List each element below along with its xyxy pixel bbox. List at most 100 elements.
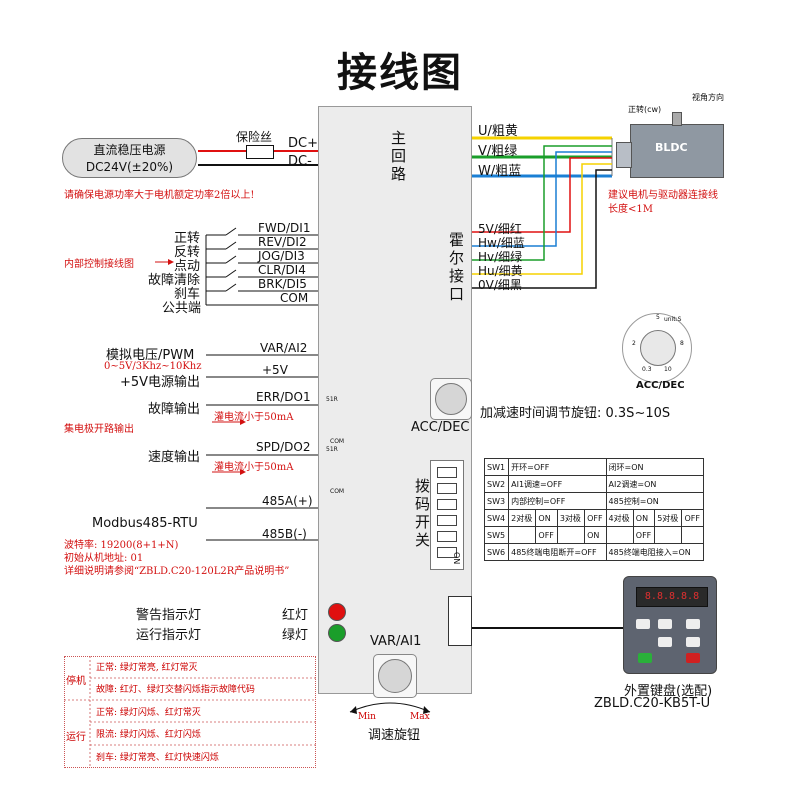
modbus-title: Modbus485-RTU xyxy=(92,516,198,531)
keypad-prg-button[interactable] xyxy=(636,619,650,629)
green-lamp-icon xyxy=(328,624,346,642)
acc-tick-8: 8 xyxy=(680,340,684,347)
modbus-address: 初始从机地址: 01 xyxy=(64,553,144,564)
keypad-up-button[interactable] xyxy=(658,619,672,629)
internal-control-note: 内部控制接线图 xyxy=(64,259,134,270)
acc-tick-10: 10 xyxy=(664,366,672,373)
page-title: 接线图 xyxy=(337,50,463,96)
status-legend xyxy=(64,656,316,768)
hall-hw-label: Hw/细蓝 xyxy=(478,236,525,250)
legend-run-normal: 正常: 绿灯闪烁、红灯常灭 xyxy=(96,708,201,718)
psu-voltage: DC24V(±20%) xyxy=(85,160,174,174)
hall-5v-label: 5V/细红 xyxy=(478,222,522,236)
view-direction-label: 视角方向 xyxy=(692,93,724,102)
input-rev-cn: 反转 xyxy=(174,245,201,260)
legend-run-brake: 刹车: 绿灯常亮、红灯快速闪烁 xyxy=(96,753,219,763)
modbus-baud: 波特率: 19200(8+1+N) xyxy=(64,540,179,551)
output-com-1: COM xyxy=(330,438,345,445)
hall-hu-label: Hu/细黄 xyxy=(478,264,523,278)
terminal-485b: 485B(-) xyxy=(262,527,307,541)
input-com-cn: 公共端 xyxy=(162,301,202,316)
dip-switch[interactable] xyxy=(430,460,464,570)
terminal-err: ERR/DO1 xyxy=(256,390,311,404)
acc-dec-knob[interactable] xyxy=(430,378,472,420)
acc-dial-center xyxy=(640,330,676,366)
dc-minus-label: DC- xyxy=(288,154,312,169)
input-clr-cn: 故障清除 xyxy=(148,273,201,288)
speed-knob[interactable] xyxy=(373,654,417,698)
dc-plus-label: DC+ xyxy=(288,136,318,151)
acc-dec-panel-label: ACC/DEC xyxy=(411,420,470,435)
terminal-com: COM xyxy=(280,291,309,305)
main-circuit-label: 主回路 xyxy=(389,130,407,184)
red-lamp-label: 红灯 xyxy=(282,608,309,623)
terminal-spd: SPD/DO2 xyxy=(256,440,311,454)
sink-current-2: 灌电流小于50mA xyxy=(214,462,294,473)
terminal-rev: REV/DI2 xyxy=(258,235,307,249)
legend-stop-fault: 故障: 红灯、绿灯交替闪烁指示故障代码 xyxy=(96,685,255,695)
power-supply: 直流稳压电源 DC24V(±20%) xyxy=(62,138,197,178)
fuse-icon xyxy=(246,145,274,159)
open-collector-note: 集电极开路输出 xyxy=(64,424,134,435)
keypad-shift-button[interactable] xyxy=(686,637,700,647)
motor-advice-2: 长度<1M xyxy=(608,204,653,215)
terminal-485a: 485A(+) xyxy=(262,494,313,508)
dip-switch-label: 拨码开关 xyxy=(413,478,431,550)
external-keypad: 8.8.8.8.8 xyxy=(623,576,717,674)
fault-output-label: 故障输出 xyxy=(148,402,201,417)
terminal-var-ai2: VAR/AI2 xyxy=(260,341,308,355)
legend-run-limit: 限流: 绿灯闪烁、红灯闪烁 xyxy=(96,730,201,740)
terminal-5v: +5V xyxy=(262,363,288,377)
input-brk-cn: 刹车 xyxy=(174,287,201,302)
var-ai1-label: VAR/AI1 xyxy=(370,634,422,649)
acc-dial-label: ACC/DEC xyxy=(636,380,685,391)
motor-advice-1: 建议电机与驱动器连接线 xyxy=(608,190,718,201)
resistor-label-1: 51R xyxy=(326,396,338,403)
keypad-enter-button[interactable] xyxy=(686,619,700,629)
hall-port-label: 霍尔接口 xyxy=(447,232,465,304)
knob-max-label: Max xyxy=(410,712,430,722)
motor-flange xyxy=(616,142,632,168)
acc-unit: unit:S xyxy=(664,316,682,323)
red-lamp-icon xyxy=(328,603,346,621)
forward-cw-label: 正转(cw) xyxy=(628,105,662,114)
acc-tick-03: 0.3 xyxy=(642,366,652,373)
hall-hv-label: Hv/细绿 xyxy=(478,250,523,264)
keypad-down-button[interactable] xyxy=(658,637,672,647)
v-wire-label: V/粗绿 xyxy=(478,144,518,159)
power-warning: 请确保电源功率大于电机额定功率2倍以上! xyxy=(64,190,255,201)
acc-tick-2: 2 xyxy=(632,340,636,347)
5v-output-label: +5V电源输出 xyxy=(120,375,201,390)
keypad-run-button[interactable] xyxy=(638,653,652,663)
analog-range: 0~5V/3Khz~10Khz xyxy=(104,361,202,372)
bldc-motor: BLDC xyxy=(630,124,724,178)
running-lamp-label: 运行指示灯 xyxy=(136,628,202,643)
acc-dial xyxy=(622,313,692,383)
input-jog-cn: 点动 xyxy=(174,259,201,274)
keypad-display: 8.8.8.8.8 xyxy=(636,587,708,607)
legend-stop-normal: 正常: 绿灯常亮, 红灯常灭 xyxy=(96,663,198,673)
sink-current-1: 灌电流小于50mA xyxy=(214,412,294,423)
keypad-label-2: ZBLD.C20-KB5T-U xyxy=(594,696,711,711)
resistor-label-2: 51R xyxy=(326,446,338,453)
keypad-stop-button[interactable] xyxy=(686,653,700,663)
terminal-brk: BRK/DI5 xyxy=(258,277,307,291)
terminal-jog: JOG/DI3 xyxy=(258,249,305,263)
modbus-manual: 详细说明请参阅“ZBLD.C20-120L2R产品说明书” xyxy=(64,566,290,577)
legend-run: 运行 xyxy=(66,732,86,743)
speed-output-label: 速度输出 xyxy=(148,450,201,465)
u-wire-label: U/粗黄 xyxy=(478,124,518,139)
green-lamp-label: 绿灯 xyxy=(282,628,309,643)
motor-label: BLDC xyxy=(655,141,688,154)
psu-name: 直流稳压电源 xyxy=(93,143,166,157)
speed-knob-label: 调速旋钮 xyxy=(368,728,421,743)
keypad-connector xyxy=(448,596,472,646)
fuse-label: 保险丝 xyxy=(236,130,273,144)
w-wire-label: W/粗蓝 xyxy=(478,164,522,179)
keypad-label-1: 外置键盘(选配) xyxy=(624,684,713,699)
warning-lamp-label: 警告指示灯 xyxy=(136,608,202,623)
